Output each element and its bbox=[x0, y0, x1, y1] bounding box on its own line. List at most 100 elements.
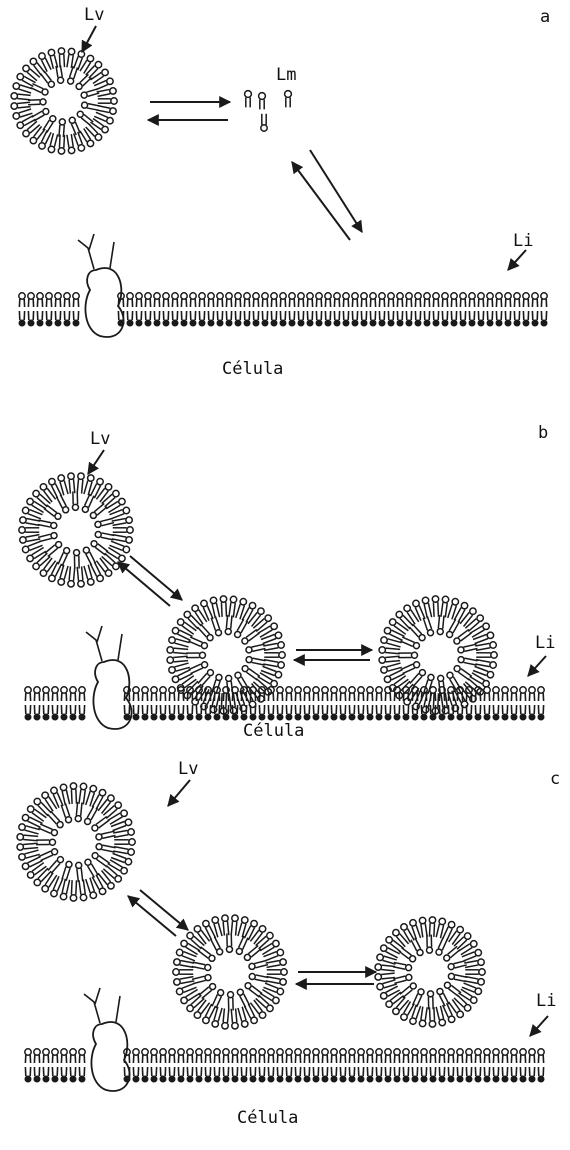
lipid-molecule bbox=[375, 973, 395, 980]
panel-letter-a: a bbox=[540, 7, 550, 27]
bilayer-lipid-pair bbox=[133, 1049, 139, 1082]
lipid-molecule bbox=[45, 542, 62, 557]
lipid-molecule bbox=[264, 652, 285, 658]
lipid-molecule bbox=[67, 134, 75, 154]
bilayer-lipid-pair bbox=[70, 687, 76, 720]
lipid-molecule bbox=[444, 982, 461, 996]
pointer-arrow-li bbox=[530, 1016, 548, 1036]
lipid-molecule bbox=[90, 503, 107, 518]
lipid-molecule bbox=[225, 615, 232, 635]
fused-vesicle-b-2 bbox=[379, 596, 497, 714]
lipid-molecule bbox=[266, 977, 287, 986]
bilayer-lipid-pair bbox=[430, 1049, 436, 1082]
lipid-molecule bbox=[465, 969, 485, 975]
bilayer-lipid-pair bbox=[460, 293, 466, 326]
bilayer-lipid-pair bbox=[34, 687, 40, 720]
lipid-molecule bbox=[41, 71, 55, 87]
lipid-molecule bbox=[33, 490, 50, 506]
lipid-molecule bbox=[109, 507, 129, 518]
lipid-molecule bbox=[112, 517, 133, 526]
bilayer-lipid-pair bbox=[448, 1049, 454, 1082]
lipid-molecule bbox=[68, 473, 75, 494]
lipid-molecule bbox=[375, 964, 395, 971]
bilayer-lipid-pair bbox=[136, 293, 142, 326]
lipid-molecule bbox=[98, 871, 114, 889]
bilayer-lipid-pair bbox=[511, 687, 517, 720]
adsorbed-vesicle-c-2 bbox=[375, 917, 485, 1027]
lipid-molecule bbox=[56, 495, 68, 513]
lipid-molecule bbox=[263, 660, 284, 669]
bilayer-lipid-pair bbox=[271, 293, 277, 326]
bilayer-lipid-pair bbox=[349, 1049, 355, 1082]
bilayer-lipid-pair bbox=[394, 1049, 400, 1082]
lipid-molecule bbox=[400, 637, 419, 649]
bilayer-lipid-pair bbox=[514, 293, 520, 326]
membrane-a bbox=[19, 293, 547, 326]
lipid-molecule bbox=[419, 917, 427, 937]
lipid-molecule bbox=[98, 98, 117, 104]
lipid-molecule bbox=[389, 676, 408, 691]
lipid-molecule bbox=[249, 960, 268, 969]
adsorbed-vesicle-c-1 bbox=[173, 915, 287, 1029]
lipid-molecule bbox=[30, 58, 45, 75]
lipid-molecule bbox=[409, 624, 425, 641]
lipid-molecule bbox=[401, 662, 420, 674]
lipid-molecule bbox=[432, 596, 438, 617]
lipid-molecule bbox=[27, 806, 46, 821]
bilayer-lipid-pair bbox=[331, 687, 337, 720]
lipid-molecule bbox=[267, 969, 287, 975]
lipid-molecule bbox=[42, 792, 57, 811]
lipid-molecule bbox=[248, 608, 264, 626]
bilayer-lipid-pair bbox=[25, 687, 31, 720]
lipid-molecule bbox=[91, 541, 108, 555]
equilibrium-arrows-monomer-membrane bbox=[292, 150, 362, 240]
bilayer-lipid-pair bbox=[496, 293, 502, 326]
lipid-molecule bbox=[96, 484, 111, 502]
lipid-molecule bbox=[428, 991, 434, 1010]
lipid-molecule bbox=[285, 91, 292, 108]
bilayer-lipid-pair bbox=[322, 687, 328, 720]
bilayer-lipid-pair bbox=[19, 293, 25, 326]
bilayer-lipid-pair bbox=[502, 1049, 508, 1082]
lipid-molecule bbox=[38, 520, 57, 528]
bilayer-lipid-pair bbox=[457, 1049, 463, 1082]
equilibrium-arrows-vesicle-monomer bbox=[148, 102, 230, 120]
bilayer-lipid-pair bbox=[523, 293, 529, 326]
bilayer-lipid-pair bbox=[367, 687, 373, 720]
bilayer-lipid-pair bbox=[208, 293, 214, 326]
lipid-molecule bbox=[454, 995, 471, 1011]
bilayer-lipid-pair bbox=[169, 687, 175, 720]
bilayer-lipid-pair bbox=[199, 293, 205, 326]
bilayer-lipid-pair bbox=[352, 293, 358, 326]
lipid-molecule bbox=[426, 935, 432, 954]
lipid-molecule bbox=[40, 484, 55, 502]
lipid-molecule bbox=[228, 992, 234, 1011]
lipid-molecule bbox=[198, 670, 214, 687]
bilayer-lipid-pair bbox=[34, 1049, 40, 1082]
lipid-molecule bbox=[96, 844, 116, 852]
bilayer-lipid-pair bbox=[178, 1049, 184, 1082]
lipid-molecule bbox=[458, 657, 478, 665]
lipid-molecule bbox=[476, 652, 497, 658]
equilibrium-arrows-vesicle-fusion bbox=[118, 556, 182, 606]
lipid-molecule bbox=[410, 670, 426, 687]
vesicle-lv-a bbox=[11, 48, 117, 154]
lipid-molecule bbox=[400, 983, 416, 998]
lipid-molecule bbox=[389, 619, 408, 634]
lipid-molecule bbox=[398, 652, 417, 658]
bilayer-lipid-pair bbox=[376, 687, 382, 720]
bilayer-lipid-pair bbox=[37, 293, 43, 326]
lipid-molecule bbox=[429, 1007, 435, 1027]
lipid-molecule bbox=[23, 121, 40, 136]
bilayer-lipid-pair bbox=[475, 1049, 481, 1082]
bilayer-lipid-pair bbox=[502, 687, 508, 720]
lipid-molecule bbox=[97, 106, 117, 115]
lipid-molecule bbox=[95, 532, 114, 540]
bilayer-lipid-pair bbox=[307, 293, 313, 326]
lipid-molecule bbox=[231, 915, 238, 936]
lipid-molecule bbox=[237, 989, 249, 1007]
lipid-molecule bbox=[38, 533, 57, 542]
bilayer-lipid-pair bbox=[244, 293, 250, 326]
lipid-molecule bbox=[475, 660, 496, 669]
bilayer-lipid-pair bbox=[415, 293, 421, 326]
